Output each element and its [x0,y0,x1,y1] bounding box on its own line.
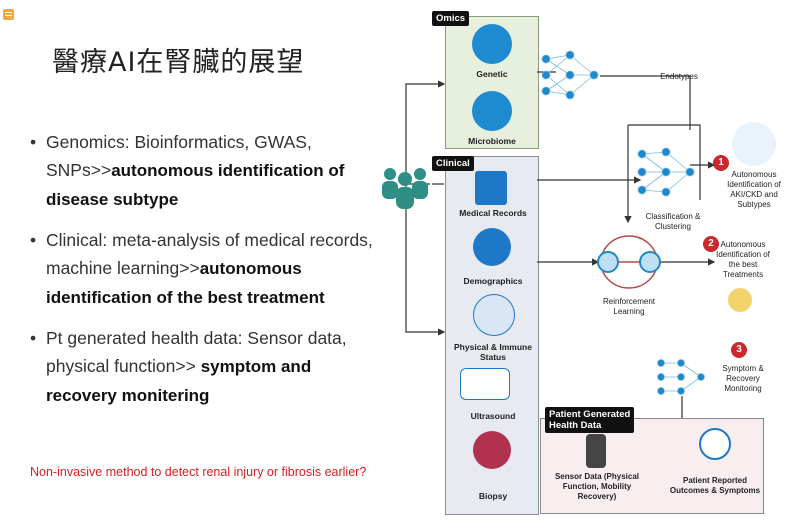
bullet-genomics: Genomics: Bioinformatics, GWAS, SNPs>>au… [30,128,375,214]
outcome-badge-2: 2 [703,236,719,252]
microbiome-icon [472,91,512,131]
patient-data-tag: Patient Generated Health Data [545,407,635,433]
outcome-1-text: Autonomous Identification of AKI/CKD and… [727,170,781,209]
network-icon [637,147,695,197]
ultrasound-icon [460,368,510,400]
medical-records-icon [475,171,507,205]
clinical-item-biopsy: Biopsy [478,491,508,501]
dna-icon [472,24,512,64]
reinforcement-label: Reinforcement Learning [602,297,656,316]
slide-title: 醫療AI在腎臟的展望 [52,47,305,78]
clinical-item-demographics: Demographics [463,276,523,286]
group-subtype-icon [732,122,776,166]
bullet-text: Clinical: meta-analysis of medical recor… [46,230,373,278]
bullet-patient-data: Pt generated health data: Sensor data, p… [30,324,375,410]
pills-icon [728,288,752,312]
classification-label: Classification & Clustering [645,212,701,231]
outcome-2-text: Autonomous Identification of the best Tr… [716,240,770,279]
clinical-tag: Clinical [432,156,474,171]
patient-item-reported: Patient Reported Outcomes & Symptoms [669,476,761,495]
bullet-list: Genomics: Bioinformatics, GWAS, SNPs>>au… [30,128,375,422]
reinforcement-cycle-icon [597,235,661,289]
bullet-emphasis: symptom and recovery monitering [46,357,312,405]
clinical-item-records: Medical Records [459,208,527,218]
bullet-emphasis: autonomous identification of the best tr… [46,259,325,307]
omics-tag: Omics [432,11,470,26]
comment-icon[interactable] [3,9,14,20]
patient-item-sensor: Sensor Data (Physical Function, Mobility… [554,472,640,501]
clinical-item-ultrasound: Ultrasound [470,411,516,421]
people-group-icon [382,168,428,209]
bullet-text: Pt generated health data: Sensor data, p… [46,328,347,376]
outcome-badge-1: 1 [713,155,729,171]
bullet-text: Genomics: Bioinformatics, GWAS, SNPs>> [46,132,312,180]
endotypes-label: Endotypes [660,72,698,81]
bullet-clinical: Clinical: meta-analysis of medical recor… [30,226,375,312]
omics-item-microbiome: Microbiome [468,136,516,146]
biopsy-icon [473,431,511,469]
outcome-badge-3: 3 [731,342,747,358]
bullet-emphasis: autonomous identification of disease sub… [46,161,345,209]
network-icon [541,50,599,100]
network-icon [657,359,705,395]
omics-item-genetic: Genetic [476,69,508,79]
body-icon [473,294,515,336]
demographics-icon [473,228,511,266]
patient-report-icon [699,428,731,460]
wearable-sensor-icon [586,434,606,468]
clinical-item-physical: Physical & Immune Status [454,342,532,362]
question-text: Non-invasive method to detect renal inju… [30,465,367,479]
outcome-3-text: Symptom & Recovery Monitoring [722,364,764,393]
